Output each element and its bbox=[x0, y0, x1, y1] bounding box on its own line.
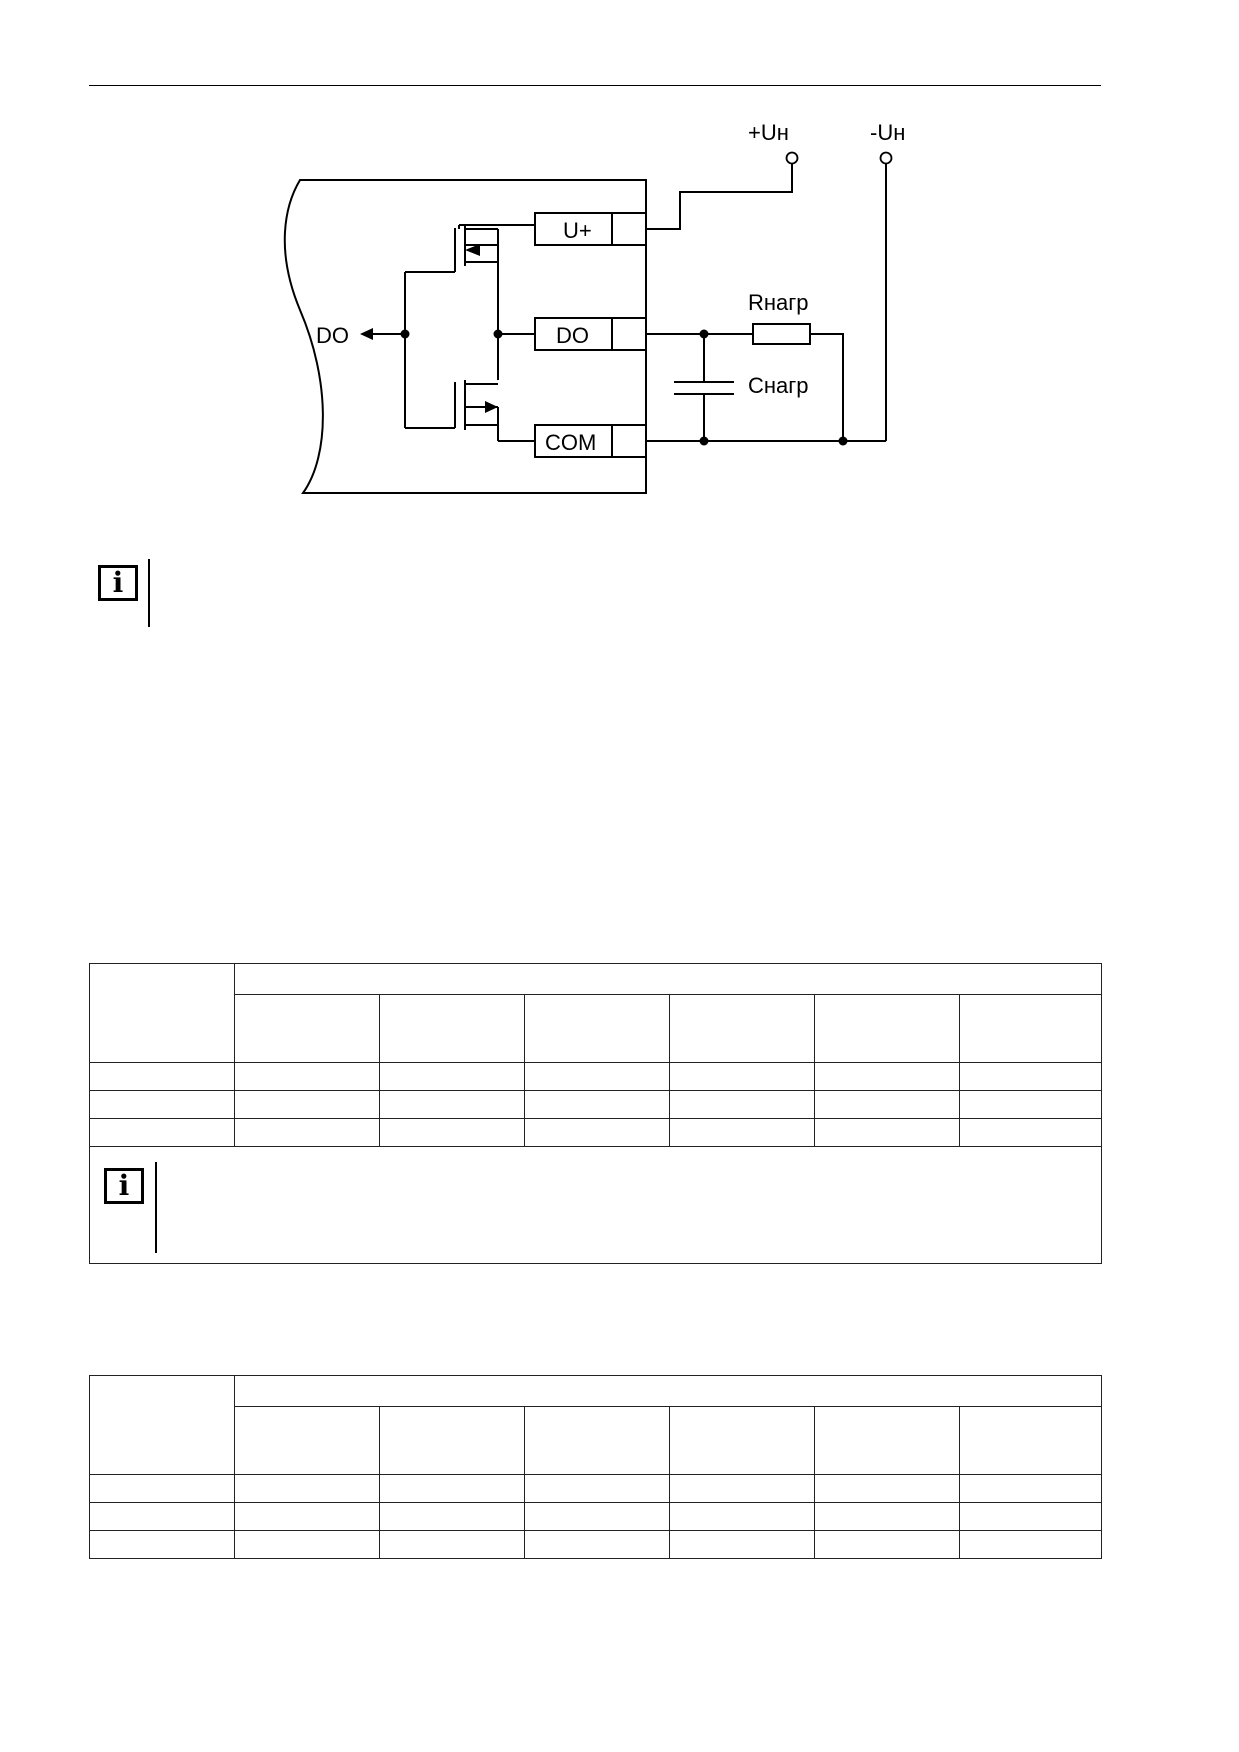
table-header-cell bbox=[89, 963, 235, 1063]
note-divider bbox=[148, 559, 150, 627]
wiring-diagram: +Uн -Uн U+ DO COM DO Rнагр Cнагр bbox=[283, 120, 905, 494]
terminal-com-label: COM bbox=[545, 430, 596, 455]
do-output-label: DO bbox=[316, 323, 349, 348]
load-resistor bbox=[752, 323, 811, 345]
note-divider bbox=[155, 1162, 157, 1253]
table-note-cell: i bbox=[88, 1146, 1103, 1264]
terminal-do-label: DO bbox=[556, 323, 589, 348]
table-row bbox=[89, 1090, 1103, 1119]
table-row bbox=[89, 1062, 1103, 1091]
data-table-2 bbox=[89, 1375, 1103, 1559]
table-row bbox=[89, 1502, 1103, 1531]
header-rule bbox=[89, 85, 1101, 86]
module-outline bbox=[283, 179, 647, 494]
table-header-cell bbox=[89, 1375, 235, 1475]
table-row bbox=[89, 1474, 1103, 1503]
plus-un-label: +Uн bbox=[748, 120, 789, 145]
terminal-do-box bbox=[534, 317, 647, 351]
table-row bbox=[89, 1118, 1103, 1147]
info-icon: i bbox=[104, 1168, 144, 1204]
info-icon: i bbox=[98, 565, 138, 601]
table-header-cell bbox=[233, 963, 1103, 995]
c-load-label: Cнагр bbox=[748, 373, 809, 398]
table-header-cell bbox=[233, 1375, 1103, 1407]
r-load-label: Rнагр bbox=[748, 290, 809, 315]
data-table-1: i bbox=[88, 963, 1103, 1264]
terminal-uplus-label: U+ bbox=[563, 218, 592, 243]
minus-un-label: -Uн bbox=[870, 120, 905, 145]
table-row bbox=[89, 1530, 1103, 1559]
